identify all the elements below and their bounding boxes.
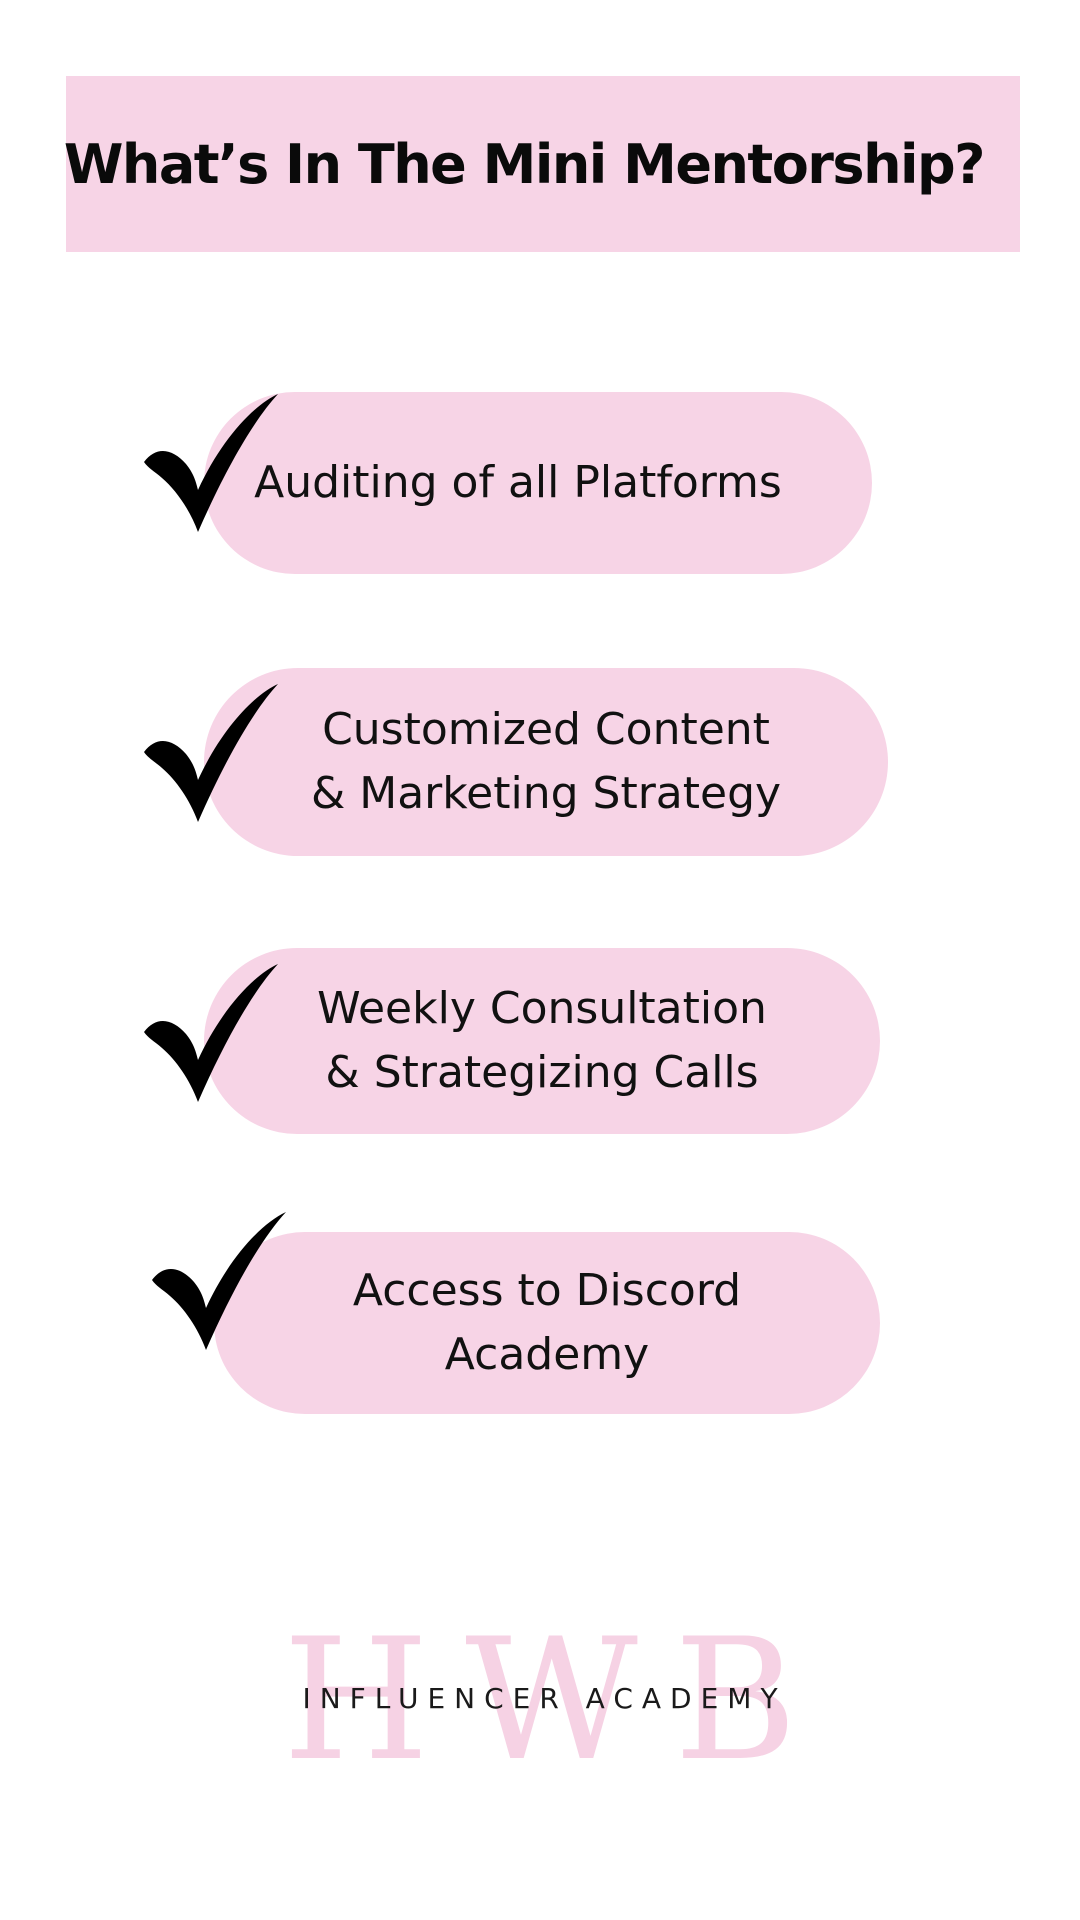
title-banner: What’s In The Mini Mentorship?: [63, 76, 1020, 252]
list-item-pill: Auditing of all Platforms: [204, 392, 872, 574]
list-item-pill: Weekly Consultation & Strategizing Calls: [204, 948, 880, 1134]
brand-logo: HWB INFLUENCER ACADEMY: [0, 1602, 1080, 1798]
list-item-pill: Customized Content & Marketing Strategy: [204, 668, 888, 856]
list-item-text: Customized Content: [322, 704, 770, 755]
logo-monogram: HWB: [282, 1602, 834, 1798]
list-item-text: Auditing of all Platforms: [254, 457, 782, 508]
check-icon: [144, 394, 278, 532]
logo-tagline: INFLUENCER ACADEMY: [302, 1682, 787, 1715]
list-item-text: Weekly Consultation: [317, 983, 767, 1034]
list-item-text: & Marketing Strategy: [310, 768, 782, 819]
list-item-text: & Strategizing Calls: [325, 1047, 759, 1098]
check-icon: [144, 964, 278, 1102]
list-item-text: Academy: [444, 1329, 650, 1380]
page-title: What’s In The Mini Mentorship?: [63, 132, 986, 196]
list-item-text: Access to Discord: [352, 1265, 742, 1316]
check-icon: [152, 1212, 286, 1350]
check-icon: [144, 684, 278, 822]
list-item-pill: Access to Discord Academy: [214, 1232, 880, 1414]
